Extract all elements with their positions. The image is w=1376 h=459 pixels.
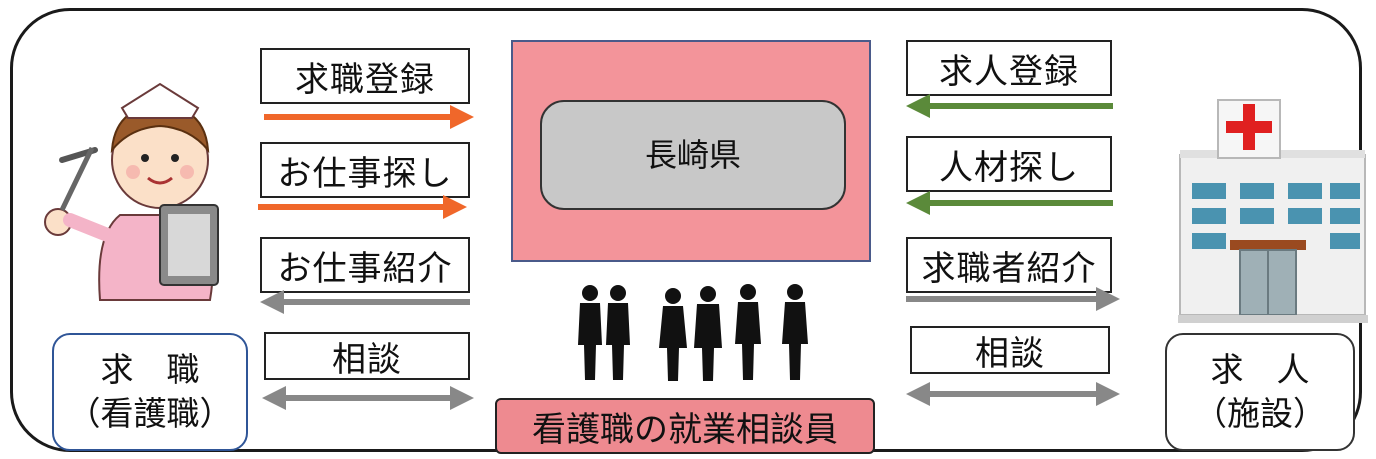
prefecture-label: 長崎県 [540,100,846,210]
seeker-role-box: 求 職 （看護職） [52,333,248,451]
seeker-role-subtitle: （看護職） [67,394,233,433]
nurse-icon [44,82,219,301]
label-job-search: お仕事探し [260,142,470,198]
label-job-referral: お仕事紹介 [260,237,470,293]
employer-role-box: 求 人 （施設） [1165,333,1355,451]
counselors-silhouette-icon [578,284,808,381]
seeker-role-title: 求 職 [100,350,200,389]
label-employer-register: 求人登録 [906,40,1112,96]
label-seeker-register: 求職登録 [260,48,470,104]
label-seeker-consult: 相談 [264,332,470,380]
employer-role-title: 求 人 [1210,350,1310,389]
counselor-label: 看護職の就業相談員 [495,398,875,454]
employer-role-subtitle: （施設） [1194,394,1326,433]
label-talent-search: 人材探し [906,136,1112,192]
hospital-icon [1178,99,1368,323]
label-employer-consult: 相談 [910,326,1110,374]
label-seeker-referral: 求職者紹介 [906,237,1112,293]
